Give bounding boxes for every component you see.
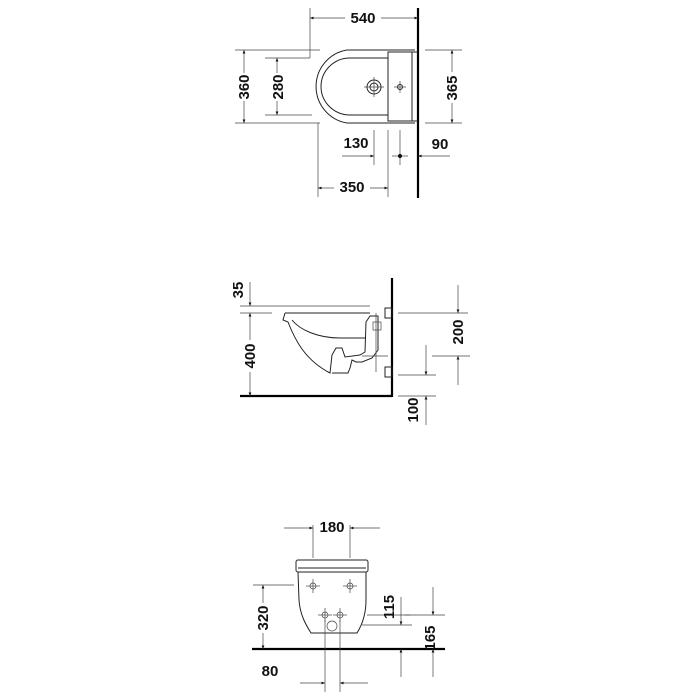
bowl-inner	[320, 57, 389, 116]
top-view: 540 360 280 365 130 90 350	[235, 8, 462, 198]
dim-350: 350	[339, 179, 364, 196]
dim-200: 200	[450, 319, 467, 344]
dim-35: 35	[230, 282, 247, 299]
dim-165: 165	[422, 625, 439, 650]
dim-540: 540	[350, 10, 375, 27]
bidet-rim	[295, 559, 369, 573]
dim-320: 320	[255, 605, 272, 630]
dim-180: 180	[319, 519, 344, 536]
dim-130: 130	[343, 135, 368, 152]
dim-280: 280	[270, 74, 287, 99]
dim-115: 115	[381, 595, 398, 619]
dim-365: 365	[444, 75, 461, 100]
dim-80: 80	[262, 663, 279, 680]
bracket-lower	[384, 366, 393, 378]
bowl-profile	[282, 312, 379, 374]
bowl-front	[297, 571, 367, 634]
dim-360: 360	[236, 74, 253, 99]
fixing-holes-icon	[306, 579, 357, 632]
dim-400: 400	[242, 343, 259, 368]
dim-100: 100	[405, 397, 422, 422]
tank-deck	[387, 51, 413, 122]
side-view: 35 400 200 100	[230, 278, 470, 425]
dim-90: 90	[432, 136, 449, 153]
front-view: 180 320 115 165 80	[252, 519, 445, 692]
bracket-upper	[384, 307, 393, 319]
bowl-outline	[315, 49, 415, 124]
